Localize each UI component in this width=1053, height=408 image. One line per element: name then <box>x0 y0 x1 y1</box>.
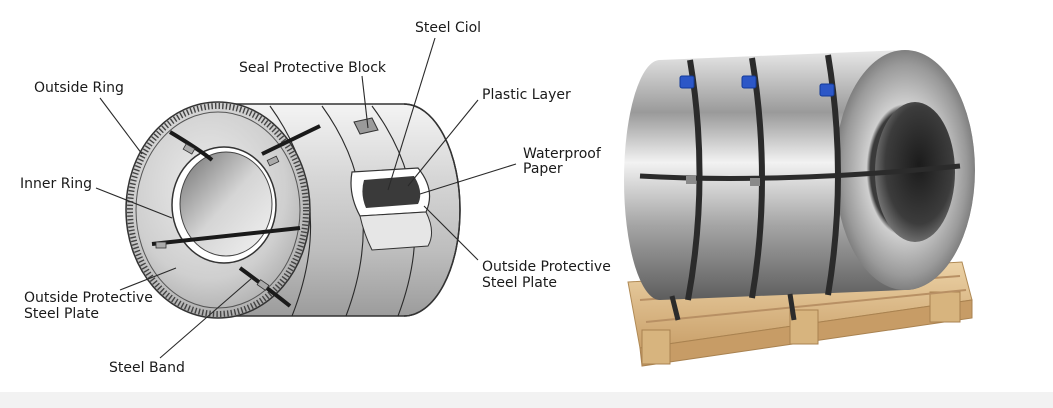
photo-clip-2 <box>741 75 757 89</box>
band-clip-4 <box>256 279 270 291</box>
label-plate-left-line2: Steel Plate <box>24 306 99 322</box>
coil-photo <box>624 50 975 367</box>
band-clip-2 <box>266 155 280 167</box>
leader-plastic-layer <box>407 99 479 187</box>
band-face-4 <box>261 124 321 156</box>
photo-clip-3 <box>819 83 835 97</box>
label-plate-left-line1: Outside Protective <box>24 290 153 306</box>
band-clip-3 <box>155 241 167 249</box>
photo-seal-1 <box>686 176 696 184</box>
leader-steel-band <box>159 277 253 359</box>
label-plate-right-line1: Outside Protective <box>482 259 611 275</box>
photo-seal-2 <box>750 178 760 186</box>
cutaway-flap <box>359 211 432 251</box>
diagram-labels: Steel Ciol Seal Protective Block Outside… <box>20 20 611 376</box>
coil-right-end <box>403 103 461 317</box>
leader-outside-ring <box>99 97 143 155</box>
label-outside-ring: Outside Ring <box>34 80 124 96</box>
outside-ring-hatch <box>127 103 309 317</box>
leader-plate-left <box>119 267 177 291</box>
label-steel-band: Steel Band <box>109 360 185 376</box>
label-plate-right-line2: Steel Plate <box>482 275 557 291</box>
band-face-1 <box>151 226 301 246</box>
label-waterproof-line1: Waterproof <box>523 146 602 162</box>
photo-strap-pallet-2 <box>787 293 797 321</box>
photo-clip-1 <box>679 75 695 89</box>
coil-diagram <box>125 101 461 319</box>
band-face-2 <box>168 130 214 162</box>
band-clip-1 <box>182 143 196 155</box>
photo-strap-horizontal <box>639 163 961 181</box>
label-steel-coil: Steel Ciol <box>415 20 481 36</box>
band-face-3 <box>238 266 292 308</box>
leader-steel-coil <box>387 37 436 191</box>
leader-waterproof-paper <box>419 163 517 195</box>
leader-seal-block <box>361 75 369 129</box>
cutaway-inner <box>362 176 421 208</box>
photo-strap-pallet-1 <box>669 295 681 321</box>
coil-bore <box>179 151 273 257</box>
leader-lines <box>95 37 517 359</box>
label-seal-protective-block: Seal Protective Block <box>239 60 387 76</box>
label-waterproof-line2: Paper <box>523 161 563 177</box>
leader-inner-ring <box>95 187 173 219</box>
leader-plate-right <box>423 205 479 261</box>
label-plastic-layer: Plastic Layer <box>482 87 571 103</box>
label-inner-ring: Inner Ring <box>20 176 92 192</box>
seal-block-shape <box>353 117 379 135</box>
